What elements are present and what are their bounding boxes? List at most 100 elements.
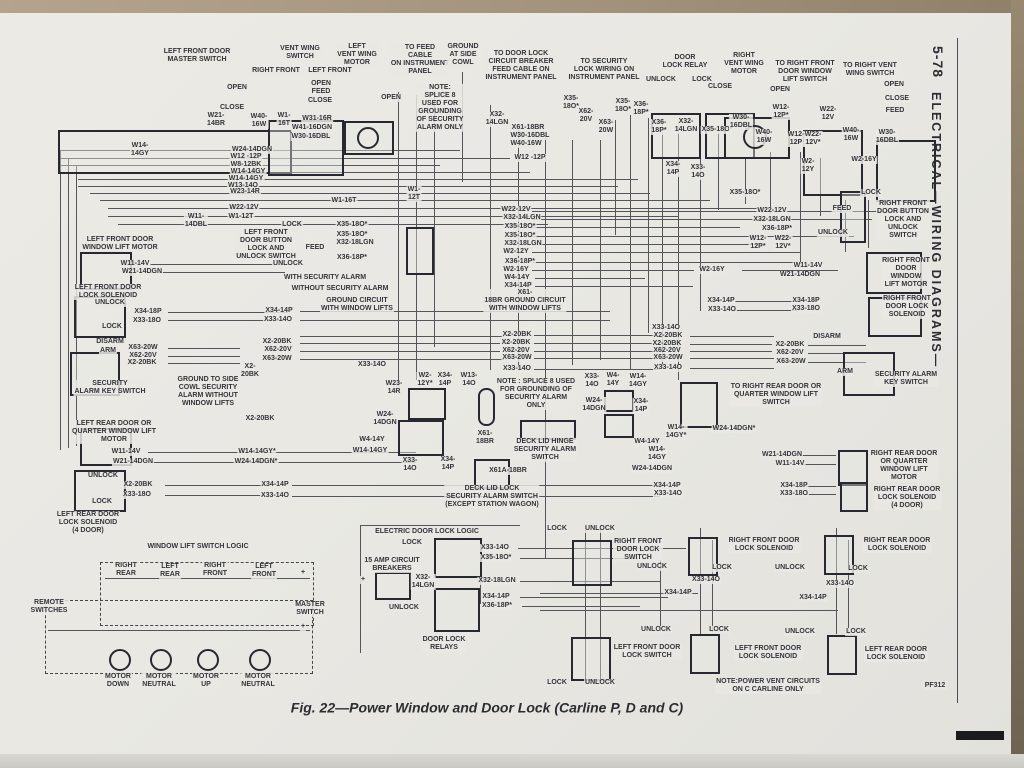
diagram-label: W22- 12V* bbox=[773, 234, 793, 252]
wire-segment bbox=[802, 455, 836, 456]
diagram-label: X61-18BR bbox=[510, 123, 546, 133]
diagram-label: W41-16DGN bbox=[290, 123, 334, 133]
diagram-label: W23- 14R bbox=[384, 379, 404, 397]
wire-segment bbox=[808, 345, 866, 346]
diagram-label: OPEN bbox=[310, 79, 332, 89]
section-title: ELECTRICAL—WIRING DIAGRAMS— bbox=[929, 92, 943, 369]
diagram-label: UNLOCK bbox=[87, 471, 119, 481]
page-edge-rule bbox=[957, 38, 958, 703]
diagram-label: RIGHT FRONT bbox=[251, 66, 301, 76]
diagram-label: X63- 20W bbox=[597, 118, 615, 136]
wire-segment bbox=[148, 462, 416, 463]
diagram-label: W14- 14GY bbox=[130, 141, 150, 159]
wire-segment bbox=[690, 351, 772, 352]
diagram-label: FEED bbox=[310, 87, 332, 97]
diagram-label: W40- 16W bbox=[841, 126, 861, 144]
wire-segment bbox=[108, 216, 678, 217]
diagram-label: LEFT FRONT DOOR WINDOW LIFT MOTOR bbox=[81, 235, 159, 253]
wire-segment bbox=[360, 525, 361, 653]
diagram-label: W2- 12Y bbox=[800, 157, 816, 175]
component-box bbox=[840, 482, 868, 512]
diagram-label: W30-16DBL bbox=[290, 132, 332, 142]
diagram-label: X2-20BK bbox=[651, 339, 683, 349]
diagram-label: X36-18P* bbox=[761, 224, 793, 234]
diagram-label: W12 -12P bbox=[513, 153, 547, 163]
diagram-label: X34-14P bbox=[652, 481, 682, 491]
wire-segment bbox=[534, 343, 654, 344]
wire-segment bbox=[48, 630, 310, 631]
diagram-label: DECK LID LOCK SECURITY ALARM SWITCH (EXC… bbox=[444, 484, 540, 510]
diagram-label: UNLOCK bbox=[636, 562, 668, 572]
photo-edge-bottom bbox=[0, 754, 1024, 768]
component-box bbox=[375, 572, 411, 600]
diagram-label: UNLOCK bbox=[645, 75, 677, 85]
diagram-label: X63-20W bbox=[127, 343, 159, 353]
diagram-label: LOCK bbox=[91, 497, 113, 507]
diagram-label: W24- 14DGN bbox=[581, 396, 607, 414]
diagram-label: W30- 16DBL bbox=[728, 113, 754, 131]
diagram-label: X33-18O bbox=[790, 304, 822, 314]
component-box bbox=[690, 634, 720, 674]
wire-segment bbox=[735, 301, 797, 302]
wire-segment bbox=[105, 578, 310, 579]
wire-segment bbox=[532, 262, 798, 263]
diagram-label: X2-20BK bbox=[500, 338, 532, 348]
diagram-label: + bbox=[299, 568, 307, 578]
diagram-label: X62-20V bbox=[263, 345, 293, 355]
diagram-label: RIGHT REAR DOOR LOCK SOLENOID bbox=[862, 536, 932, 554]
diagram-label: UNLOCK bbox=[817, 228, 849, 238]
diagram-label: W13- 14O bbox=[459, 371, 479, 389]
diagram-label: FEED bbox=[304, 243, 326, 253]
wire-segment bbox=[534, 369, 658, 370]
wire-segment bbox=[76, 166, 77, 446]
diagram-label: X33- 14O bbox=[583, 372, 601, 390]
diagram-label: X34-14P bbox=[260, 480, 290, 490]
diagram-label: UNLOCK bbox=[388, 603, 420, 613]
diagram-label: X2-20BK bbox=[122, 480, 154, 490]
diagram-label: X63-20W bbox=[652, 353, 684, 363]
diagram-label: WITH SECURITY ALARM bbox=[282, 273, 368, 283]
diagram-label: GROUND TO SIDE COWL SECURITY ALARM WITHO… bbox=[176, 375, 240, 409]
diagram-label: W21-14DGN bbox=[120, 267, 164, 277]
diagram-label: LEFT FRONT bbox=[307, 66, 353, 76]
wire-segment bbox=[532, 211, 904, 212]
diagram-label: X35-18O* bbox=[503, 231, 537, 241]
diagram-label: TO FEED CABLE ON INSTRUMENT PANEL bbox=[389, 43, 451, 77]
motor-symbol bbox=[150, 649, 172, 671]
diagram-label: W14-14GY bbox=[229, 167, 267, 177]
component-box bbox=[680, 382, 718, 428]
wire-segment bbox=[535, 286, 693, 287]
diagram-label: X61- 18BR bbox=[475, 429, 495, 447]
wire-segment bbox=[660, 560, 661, 632]
diagram-label: X36-18P* bbox=[481, 601, 513, 611]
diagram-label: MOTOR DOWN bbox=[104, 672, 132, 690]
diagram-label: TO SECURITY LOCK WIRING ON INSTRUMENT PA… bbox=[567, 57, 641, 83]
wire-segment bbox=[868, 200, 869, 248]
diagram-label: CLOSE bbox=[306, 96, 334, 106]
diagram-label: LEFT FRONT DOOR BUTTON LOCK AND UNLOCK S… bbox=[235, 228, 297, 262]
diagram-label: X33-14O bbox=[652, 489, 684, 499]
diagram-label: X62- 20V bbox=[577, 107, 595, 125]
diagram-label: LOCK bbox=[711, 563, 733, 573]
diagram-label: MOTOR UP bbox=[192, 672, 220, 690]
wire-segment bbox=[532, 252, 800, 253]
wire-segment bbox=[360, 525, 520, 526]
diagram-label: W21- 14BR bbox=[206, 111, 226, 129]
diagram-label: W2-16Y bbox=[850, 155, 878, 165]
diagram-label: W40- 16W bbox=[754, 128, 774, 146]
diagram-label: RIGHT FRONT DOOR WINDOW LIFT MOTOR bbox=[881, 256, 931, 290]
diagram-label: RIGHT FRONT bbox=[201, 561, 229, 579]
diagram-label: X62-20V bbox=[128, 351, 158, 361]
diagram-label: W14- 14GY bbox=[647, 445, 667, 463]
wire-segment bbox=[300, 343, 500, 344]
diagram-label: X35- 18O* bbox=[614, 97, 632, 115]
diagram-label: W24-14DGN* bbox=[711, 424, 757, 434]
diagram-label: X33-18O bbox=[778, 489, 810, 499]
component-box bbox=[408, 388, 446, 420]
wire-segment bbox=[690, 344, 772, 345]
component-box bbox=[604, 390, 634, 412]
diagram-label: X33-14O bbox=[690, 575, 722, 585]
diagram-label: X34-18P bbox=[791, 296, 821, 306]
diagram-label: X35-18O* bbox=[479, 553, 513, 563]
